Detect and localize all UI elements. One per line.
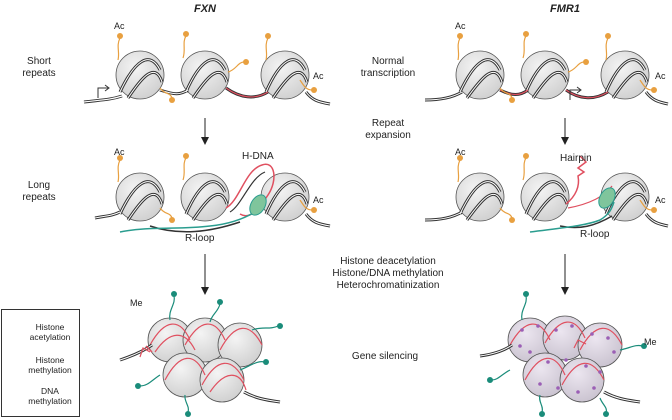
nucleosome bbox=[455, 172, 505, 222]
ac-label: Ac bbox=[455, 147, 466, 157]
fxn-short-repeats bbox=[83, 31, 331, 106]
label-line: expansion bbox=[365, 130, 411, 141]
fmr1-heterochromatin bbox=[479, 291, 647, 417]
label-line: repeats bbox=[22, 192, 56, 203]
legend-dna-methylation: DNA methylation bbox=[24, 386, 76, 406]
nucleosome bbox=[260, 50, 310, 100]
legend-histone-acetylation: Histone acetylation bbox=[24, 322, 76, 342]
nucleosome bbox=[520, 172, 570, 222]
r-loop-rna bbox=[529, 201, 615, 233]
h-dna-label: H-DNA bbox=[242, 151, 274, 162]
legend-line: methylation bbox=[28, 365, 72, 375]
flow-arrows bbox=[204, 118, 566, 290]
tss-arrow bbox=[569, 89, 580, 100]
gene-title-fmr1: FMR1 bbox=[550, 3, 580, 15]
fmr1-short-repeats bbox=[424, 31, 669, 106]
acetyl-marks bbox=[457, 35, 653, 99]
label-line: Short bbox=[27, 56, 51, 67]
rna-polymerase bbox=[249, 194, 267, 216]
label-silencing-steps: Histone deacetylation Histone/DNA methyl… bbox=[308, 256, 468, 292]
label-line: Normal bbox=[371, 56, 405, 67]
label-normal-transcription: Normal transcription bbox=[338, 56, 438, 80]
rna-polymerase bbox=[598, 187, 616, 209]
hairpin-label: Hairpin bbox=[560, 153, 592, 164]
fmr1-long-repeats bbox=[424, 153, 669, 233]
legend-line: DNA bbox=[41, 386, 59, 396]
r-loop-label: R-loop bbox=[185, 233, 215, 244]
label-line: Histone/DNA methylation bbox=[332, 268, 444, 279]
nucleosome bbox=[600, 50, 650, 100]
ac-label: Ac bbox=[655, 195, 666, 205]
label-line: Heterochromatinization bbox=[336, 280, 440, 291]
legend-line: acetylation bbox=[29, 332, 71, 342]
nucleosome bbox=[115, 172, 165, 222]
label-repeat-expansion: Repeat expansion bbox=[338, 118, 438, 142]
ac-label: Ac bbox=[313, 71, 324, 81]
nucleosome bbox=[455, 50, 505, 100]
me-label: Me bbox=[644, 337, 657, 347]
ac-label: Ac bbox=[313, 195, 324, 205]
ac-label: Ac bbox=[455, 21, 466, 31]
label-line: repeats bbox=[22, 68, 56, 79]
tss-arrow bbox=[97, 87, 108, 98]
gene-title-fxn: FXN bbox=[194, 3, 216, 15]
label-line: transcription bbox=[360, 68, 416, 79]
legend-line: Histone bbox=[35, 322, 65, 332]
acetyl-marks bbox=[117, 157, 313, 219]
me-label: Me bbox=[130, 298, 143, 308]
ac-label: Ac bbox=[655, 71, 666, 81]
ac-label: Ac bbox=[114, 147, 125, 157]
label-line: Repeat bbox=[371, 118, 405, 129]
ac-label: Ac bbox=[114, 21, 125, 31]
legend-line: Histone bbox=[35, 355, 65, 365]
fxn-heterochromatin bbox=[119, 291, 283, 417]
acetyl-marks bbox=[457, 157, 653, 219]
label-gene-silencing: Gene silencing bbox=[351, 351, 419, 362]
nucleosome bbox=[520, 50, 570, 100]
label-long-repeats: Long repeats bbox=[14, 180, 64, 204]
legend-box: Histone acetylation Histone methylation … bbox=[1, 309, 80, 417]
label-short-repeats: Short repeats bbox=[14, 56, 64, 80]
nucleosome bbox=[180, 50, 230, 100]
legend-histone-methylation: Histone methylation bbox=[24, 355, 76, 375]
label-line: Long bbox=[27, 180, 51, 191]
dna-methyl-marks bbox=[518, 324, 616, 394]
fxn-long-repeats bbox=[94, 153, 331, 233]
legend-line: methylation bbox=[28, 396, 72, 406]
nucleosome bbox=[180, 172, 230, 222]
nucleosome bbox=[115, 50, 165, 100]
r-loop-rna bbox=[119, 211, 256, 233]
acetyl-marks bbox=[117, 35, 313, 99]
r-loop-label: R-loop bbox=[580, 229, 610, 240]
hairpin-structure bbox=[565, 155, 588, 205]
label-line: Histone deacetylation bbox=[340, 256, 436, 267]
methyl-marks bbox=[491, 295, 643, 413]
methyl-marks bbox=[139, 295, 279, 413]
